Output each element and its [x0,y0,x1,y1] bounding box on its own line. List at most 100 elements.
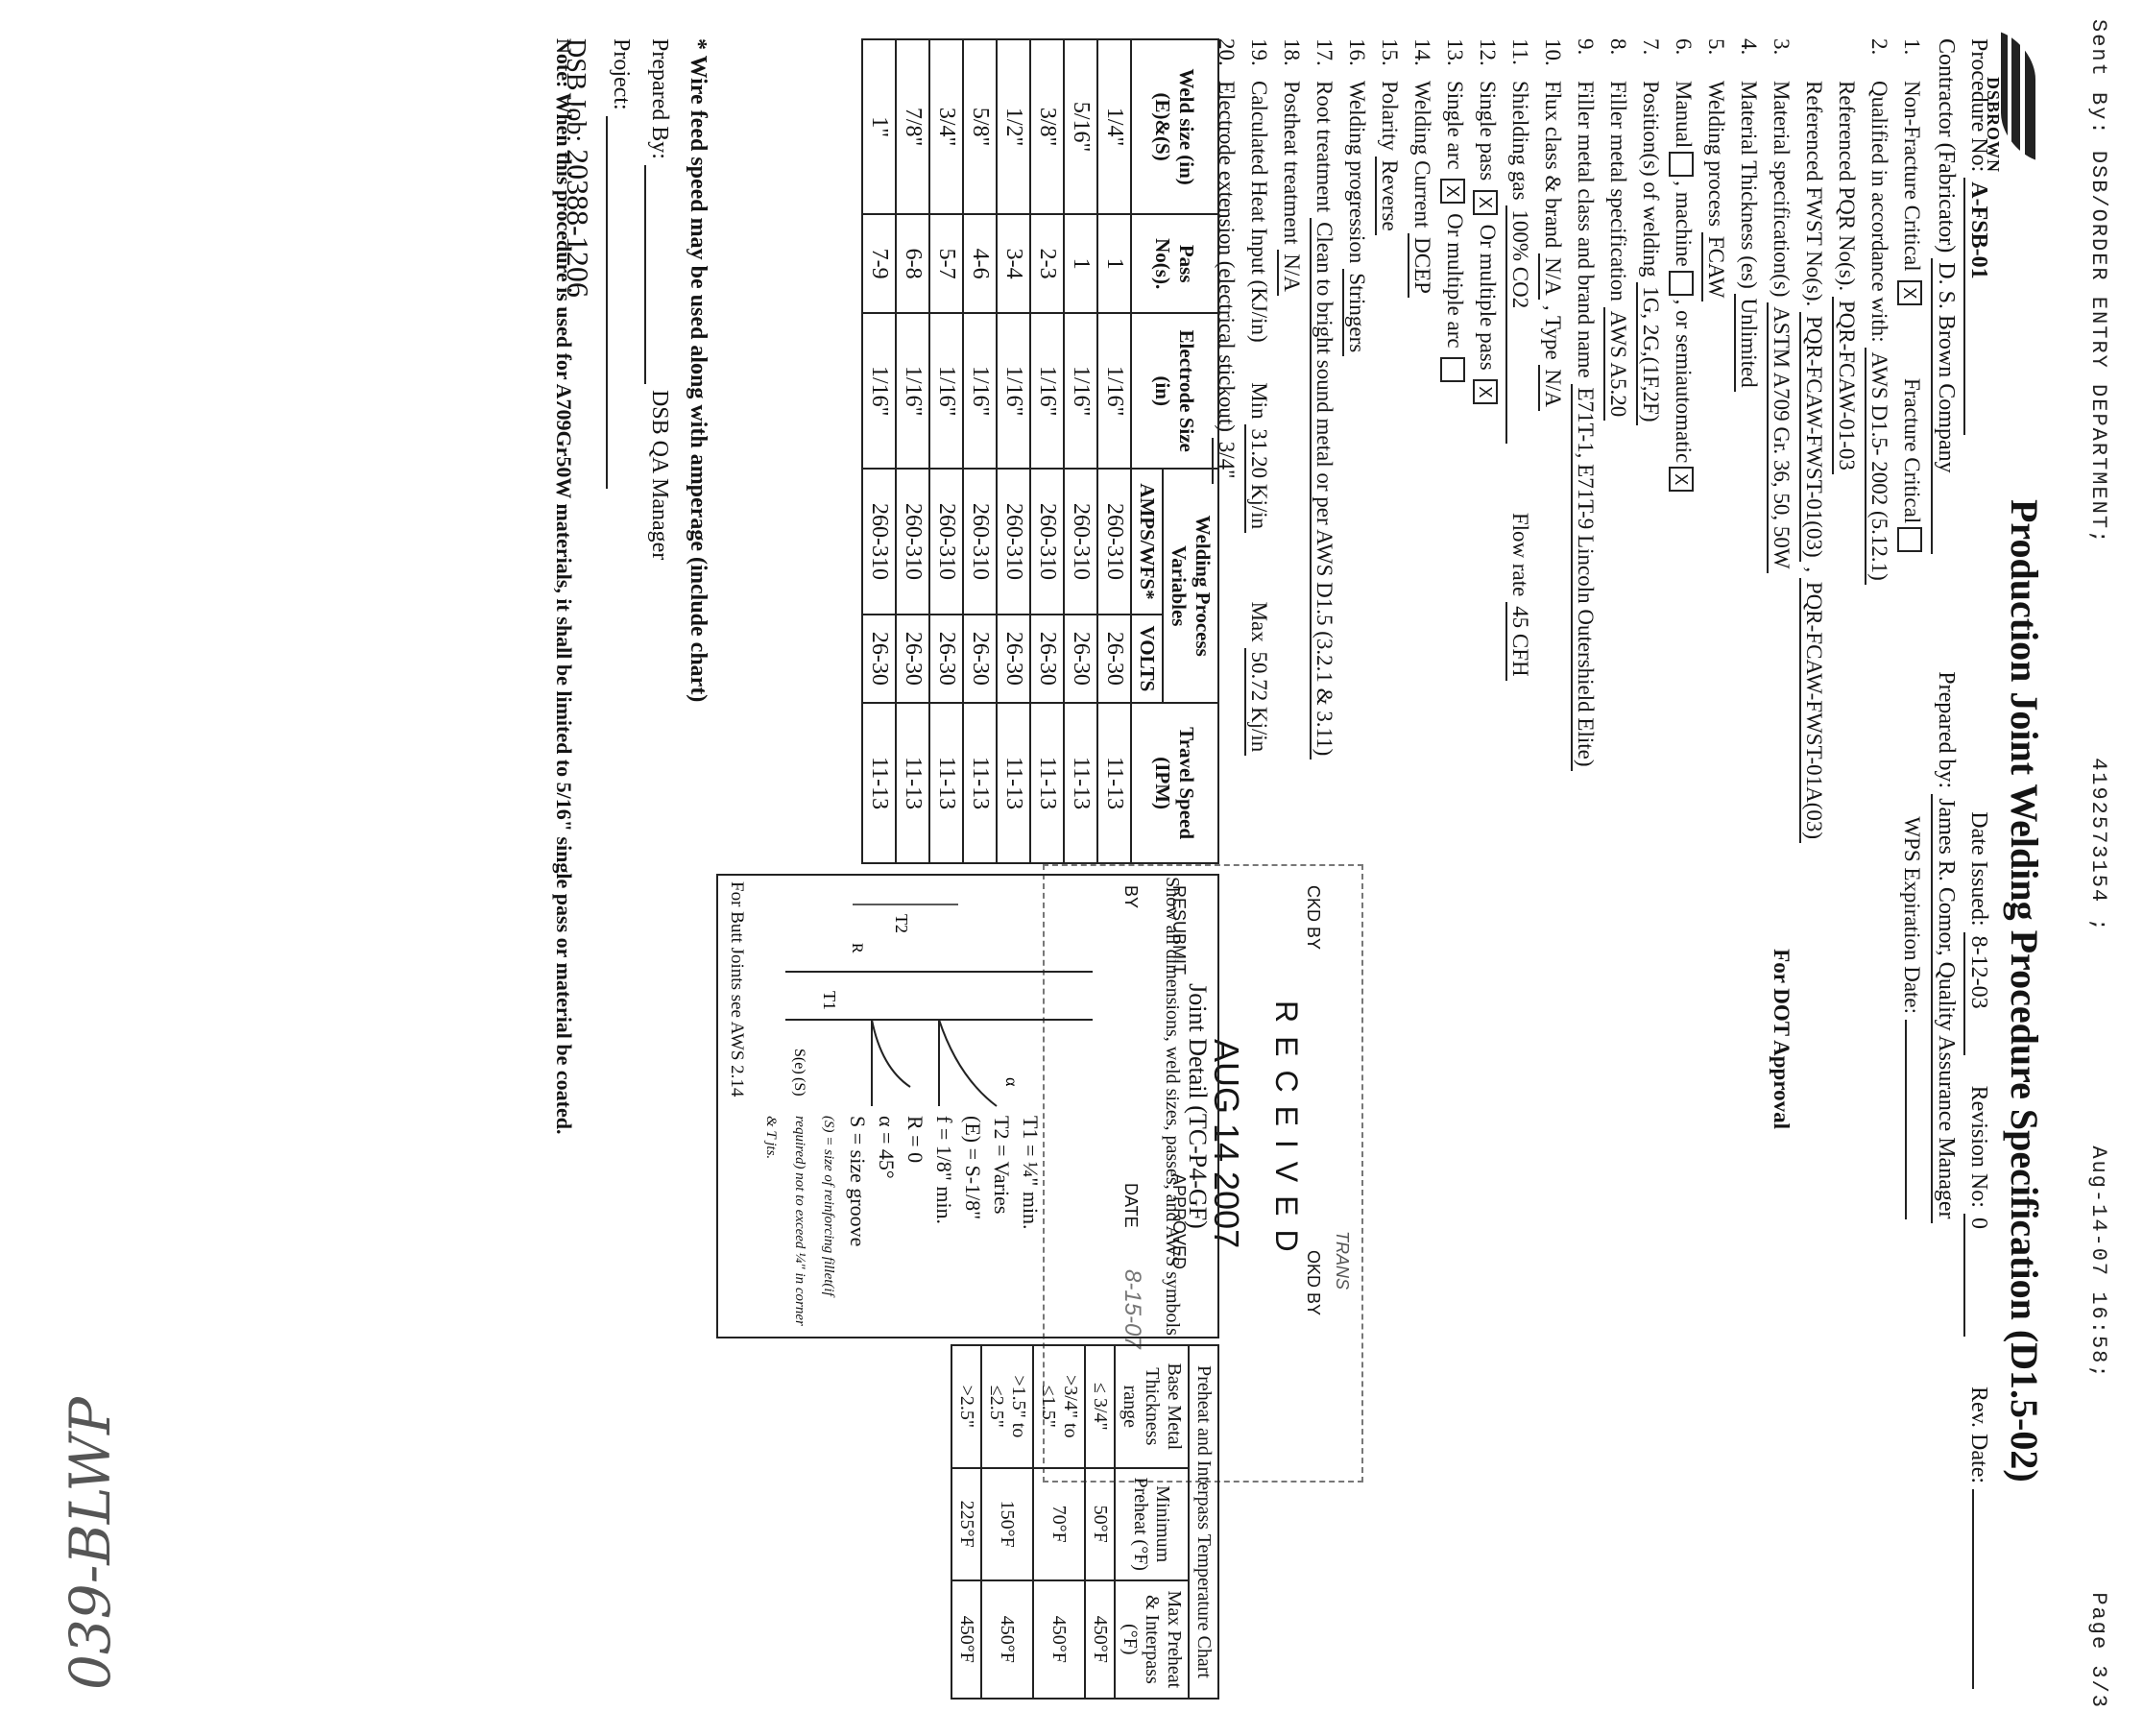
table-cell: 260-310 [896,469,929,615]
line-pqr: Referenced PQR No(s). PQR-FCAW-01-03 [1832,38,1859,474]
preheat-cell: 450°F [1085,1579,1115,1699]
preheat-cell: 70°F [1033,1467,1085,1580]
line-4: 4.Material Thickness (es) Unlimited [1734,38,1761,392]
col-pass: Pass No(s). [1131,214,1218,314]
line-10: 10.Flux class & brand N/A , Type N/A [1538,38,1565,412]
fax-page: Page 3/3 [2086,1592,2110,1709]
fax-phone: 4192573154 ; [2086,758,2110,933]
line-16: 16.Welding progression Stringers [1342,38,1369,357]
col-volts: VOLTS [1131,614,1163,704]
table-cell: 26-30 [1097,614,1131,704]
table-cell: 1/16" [997,313,1030,470]
line-11: 11.Shielding gas 100% CO2 Flow rate 45 C… [1505,38,1532,681]
line-9: 9.Filler metal class and brand name E71T… [1571,38,1598,771]
joint-diagram: T2 T1 R α S(e) (S) [785,904,1093,1107]
line-15: 15.Polarity Reverse [1375,38,1402,235]
table-cell: 26-30 [1064,614,1097,704]
table-cell: 3/4" [929,39,963,215]
table-cell: 1/16" [1097,313,1131,470]
line-5: 5.Welding process FCAW [1701,38,1728,302]
joint-dims: T1 = ¼" min. T2 = Varies (E) = S-1/8" f … [763,1116,1043,1326]
table-cell: 11-13 [929,703,963,863]
preheat-cell: >1.5" to ≤2.5" [981,1345,1033,1468]
table-cell: 26-30 [997,614,1030,704]
table-cell: 11-13 [1030,703,1064,863]
line-13: 13.Single arc X Or multiple arc [1440,38,1467,386]
preheat-cell: 450°F [1033,1579,1085,1699]
table-cell: 260-310 [997,469,1030,615]
table-cell: 1/2" [997,39,1030,215]
table-cell: 7-9 [862,214,896,314]
table-cell: 11-13 [1064,703,1097,863]
table-cell: 26-30 [1030,614,1064,704]
preheat-cell: 150°F [981,1467,1033,1580]
preheat-cell: 50°F [1085,1467,1115,1580]
table-cell: 26-30 [963,614,997,704]
alpha-label: α [1002,1077,1022,1087]
table-cell: 1/16" [929,313,963,470]
t2-label: T2 [892,914,911,933]
table-cell: 1/16" [963,313,997,470]
line-7: 7.Position(s) of welding 1G, 2G,(1F,2F) [1636,38,1663,426]
line-8: 8.Filler metal specification AWS A5.20 [1603,38,1630,422]
table-cell: 11-13 [896,703,929,863]
table-cell: 260-310 [929,469,963,615]
table-cell: 5/16" [1064,39,1097,215]
table-cell: 11-13 [963,703,997,863]
table-cell: 11-13 [862,703,896,863]
table-cell: 260-310 [1030,469,1064,615]
fax-datetime: Aug-14-07 16:58; [2086,1145,2110,1380]
preheat-cell: 450°F [981,1579,1033,1699]
table-cell: 1/16" [1064,313,1097,470]
coating-note: Note: When this procedure is used for A7… [552,38,576,1135]
table-cell: 1" [862,39,896,215]
welding-variables-table: Weld size (in) (E)&(S) Pass No(s). Elect… [861,38,1219,864]
preheat-cell: >2.5" [951,1345,981,1468]
col-amps: AMPS/WFS* [1131,469,1163,615]
table-cell: 26-30 [862,614,896,704]
table-cell: 11-13 [997,703,1030,863]
table-cell: 2-3 [1030,214,1064,314]
line-19: 19.Calculated Heat Input (KJ/in) Min 31.… [1244,38,1271,757]
table-cell: 260-310 [1097,469,1131,615]
handwritten-annotation: 039-BLWP [58,1396,123,1690]
table-cell: 260-310 [862,469,896,615]
line-fwst: Referenced FWST No(s). PQR-FCAW-FWST-01(… [1799,38,1826,844]
table-cell: 1 [1064,214,1097,314]
table-cell: 260-310 [963,469,997,615]
t1-label: T1 [820,991,839,1010]
table-cell: 1/4" [1097,39,1131,215]
contractor-row: Contractor (Fabricator) D. S. Brown Comp… [1931,38,1959,1223]
joint-title: Joint Detail (TC-P4-GF) [1184,983,1212,1229]
joint-detail: Joint Detail (TC-P4-GF) Show all dimensi… [716,874,1219,1338]
preheat-cell: >3/4" to ≤1.5" [1033,1345,1085,1468]
s-label: (S) [791,1077,807,1097]
line-12: 12.Single pass X Or multiple pass X [1473,38,1500,408]
table-cell: 260-310 [1064,469,1097,615]
line-3: 3.Material specification(s) ASTM A709 Gr… [1767,38,1794,1129]
col-electrode: Electrode Size (in) [1131,313,1218,470]
table-cell: 4-6 [963,214,997,314]
butt-joint-note: For Butt Joints see AWS 2.14 [727,881,747,1097]
wps-page: DSBROWN Production Joint Welding Procedu… [250,32,2055,1709]
preheat-cell: 450°F [951,1579,981,1699]
table-cell: 1/16" [1030,313,1064,470]
table-cell: 11-13 [1097,703,1131,863]
table-cell: 3-4 [997,214,1030,314]
wfs-note: * Wire feed speed may be used along with… [686,38,710,703]
table-cell: 5-7 [929,214,963,314]
line-18: 18.Postheat treatment N/A [1277,38,1304,297]
preheat-cell: ≤ 3/4" [1085,1345,1115,1468]
joint-subtitle: Show all dimensions, weld sizes, passes,… [1162,877,1183,1336]
